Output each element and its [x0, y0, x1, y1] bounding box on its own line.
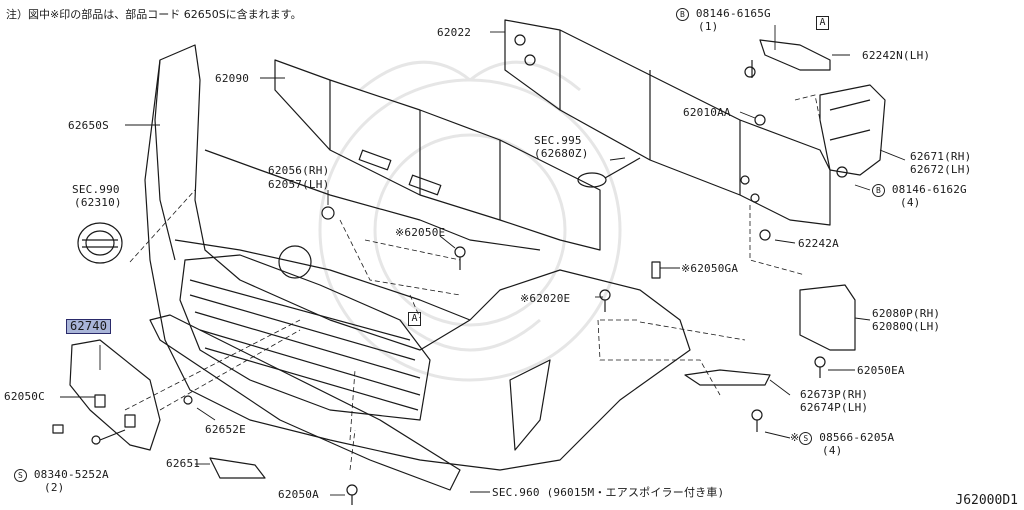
part-label-62740-highlighted[interactable]: 62740 — [66, 319, 112, 334]
reinforcement-beam — [504, 19, 831, 226]
part-label-62650s[interactable]: 62650S — [68, 119, 109, 132]
bolt-symbol-icon: B — [872, 183, 885, 197]
part-label-62080p[interactable]: 62080P(RH) — [872, 307, 941, 320]
part-number: 08146-6165G — [695, 7, 771, 20]
part-number: 08340-5252A — [33, 468, 109, 481]
tow-hook — [577, 157, 641, 188]
part-label-62050ga[interactable]: ※62050GA — [681, 262, 739, 275]
grille-opening — [179, 254, 551, 451]
part-label-62050c[interactable]: 62050C — [4, 390, 45, 403]
fog-cover — [209, 457, 266, 479]
lower-lip — [149, 314, 461, 491]
screw-symbol-icon: S — [14, 468, 27, 482]
part-label-62090[interactable]: 62090 — [215, 72, 250, 85]
part-label-62020e[interactable]: ※62020E — [520, 292, 571, 305]
leader-lines — [60, 25, 906, 496]
asterisk-mark: ※ — [790, 431, 800, 444]
bolt-symbol-icon: B — [676, 7, 689, 21]
quantity-label: (2) — [44, 481, 65, 494]
screw-symbol-icon: S — [799, 431, 813, 445]
part-label-62080q[interactable]: 62080Q(LH) — [872, 320, 941, 333]
part-number: 08566-6205A — [819, 431, 895, 444]
ref-box-a: A — [408, 312, 421, 326]
part-label-62050a[interactable]: 62050A — [278, 488, 319, 501]
dashed-lines — [124, 94, 821, 471]
part-label-62057[interactable]: 62057(LH) — [268, 178, 330, 191]
energy-absorber — [274, 59, 601, 251]
part-label-08146-6165g[interactable]: B 08146-6165G — [676, 7, 771, 21]
part-label-62242a[interactable]: 62242A — [798, 237, 839, 250]
part-label-62671[interactable]: 62671(RH) — [910, 150, 972, 163]
side-bracket — [819, 84, 886, 176]
part-label-62056[interactable]: 62056(RH) — [268, 164, 330, 177]
diagram-code: J62000D1 — [955, 493, 1018, 508]
section-ref-990-code: (62310) — [74, 196, 122, 209]
part-label-08146-6162g[interactable]: B 08146-6162G — [872, 183, 967, 197]
section-ref-960[interactable]: SEC.960 (96015M・エアスポイラー付き車) — [492, 486, 725, 499]
part-label-62672[interactable]: 62672(LH) — [910, 163, 972, 176]
section-ref-995-code: (62680Z) — [534, 147, 589, 160]
part-number: 08146-6162G — [891, 183, 967, 196]
part-label-62673p[interactable]: 62673P(RH) — [800, 388, 869, 401]
part-label-08566-6205a[interactable]: ※S 08566-6205A — [790, 431, 894, 445]
diagram-note: 注）図中※印の部品は、部品コード 62650Sに含まれます。 — [6, 8, 302, 21]
emblem — [77, 222, 123, 264]
round-cover — [278, 245, 312, 279]
ref-box-a: A — [816, 16, 829, 30]
quantity-label: (4) — [900, 196, 921, 209]
part-label-62651[interactable]: 62651 — [166, 457, 201, 470]
fasteners — [52, 60, 848, 505]
part-label-62050ea[interactable]: 62050EA — [857, 364, 905, 377]
lower-bracket — [799, 284, 856, 351]
part-label-62022[interactable]: 62022 — [437, 26, 472, 39]
part-label-62242n[interactable]: 62242N(LH) — [862, 49, 931, 62]
part-label-08340-5252a[interactable]: S 08340-5252A — [14, 468, 109, 482]
section-ref-990[interactable]: SEC.990 — [72, 183, 120, 196]
part-label-62652e[interactable]: 62652E — [205, 423, 246, 436]
side-retainer — [684, 369, 771, 386]
quantity-label: (1) — [698, 20, 719, 33]
license-bracket — [69, 339, 161, 451]
bracket-62242n — [759, 39, 831, 71]
part-label-62050e[interactable]: ※62050E — [395, 226, 446, 239]
part-label-62010aa[interactable]: 62010AA — [683, 106, 731, 119]
quantity-label: (4) — [822, 444, 843, 457]
part-label-62674p[interactable]: 62674P(LH) — [800, 401, 869, 414]
bumper-fascia — [144, 44, 691, 471]
section-ref-995[interactable]: SEC.995 — [534, 134, 582, 147]
watermark-emblem — [318, 60, 622, 382]
